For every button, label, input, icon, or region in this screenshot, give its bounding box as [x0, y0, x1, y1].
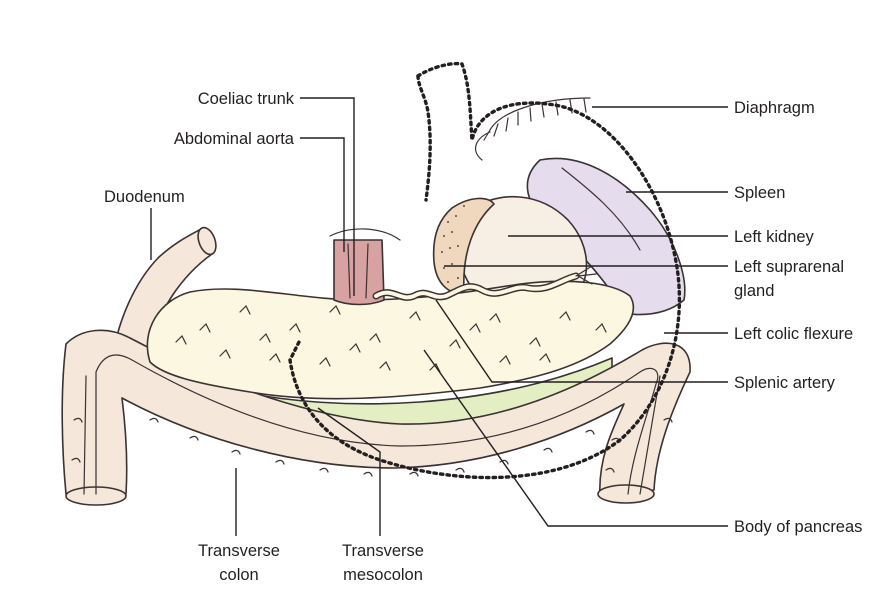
label-spleen: Spleen [734, 184, 785, 202]
diaphragm [474, 97, 591, 161]
label-transverse-mesocolon-line2: mesocolon [343, 566, 423, 584]
leader-lines [150, 97, 728, 536]
label-body-of-pancreas: Body of pancreas [734, 518, 862, 536]
abdominal-aorta [329, 228, 401, 306]
label-transverse-colon: Transverse [198, 542, 280, 560]
label-abdominal-aorta: Abdominal aorta [174, 130, 295, 148]
pancreas [146, 280, 635, 400]
splenic-artery [372, 265, 597, 301]
label-duodenum: Duodenum [104, 188, 185, 206]
stomach-outline [288, 61, 682, 480]
label-splenic-artery: Splenic artery [734, 374, 836, 392]
label-left-colic-flexure: Left colic flexure [734, 325, 853, 343]
label-coeliac-trunk: Coeliac trunk [198, 90, 295, 108]
label-transverse-colon-line2: colon [219, 566, 258, 584]
transverse-colon [61, 329, 691, 506]
label-left-kidney: Left kidney [734, 228, 815, 246]
label-transverse-mesocolon: Transverse [342, 542, 424, 560]
label-left-suprarenal-gland-line2: gland [734, 282, 774, 300]
label-diaphragm: Diaphragm [734, 99, 815, 117]
suprarenal-stipple [441, 205, 465, 283]
label-left-suprarenal-gland: Left suprarenal [734, 258, 844, 276]
